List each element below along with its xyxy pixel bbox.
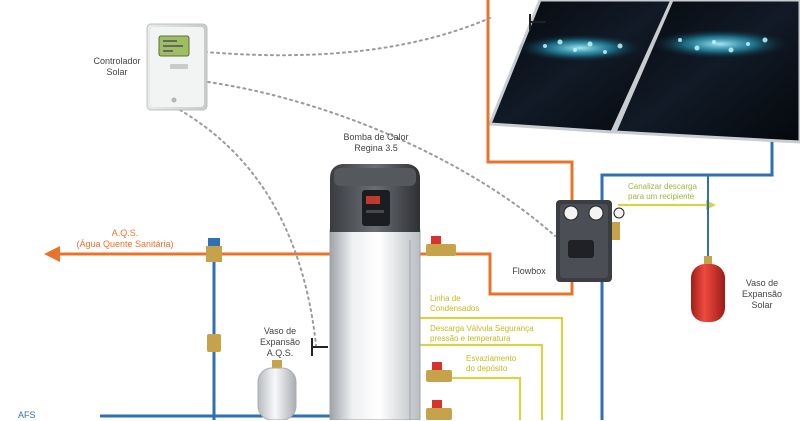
flowbox-cable [207,81,556,237]
solar-hot-return-pipe [486,0,574,205]
condensate-line [420,316,564,420]
vaso-aqs-label-line2: Expansão [259,337,301,347]
esvaziamento-label: Esvaziamento do depósito [466,354,546,374]
tank-valves [426,236,456,420]
esvaziamento-label-line1: Esvaziamento [466,354,517,363]
flowbox-pump-icon [568,240,594,258]
condensados-label-line2: Condensados [430,304,480,313]
check-valve-icon [207,334,221,352]
flowbox-pressure-gauge-icon [613,207,625,219]
heat-pump-label-line2: Regina 3.5 [354,143,398,153]
controller-label-line1: Controlador [93,56,141,66]
canalizar-label-line2: para um recipiente [628,192,695,201]
condensados-label-line1: Linha de [430,294,461,303]
afs-label: AFS [18,410,36,420]
controller-label-line2: Solar [106,67,128,77]
bottom-valve-icon [426,400,452,420]
flowbox-gauge-left-icon [563,205,579,221]
vaso-aqs-label: Vaso de Expansão A.Q.S. [252,326,308,359]
vaso-solar-label-line3: Solar [751,300,773,310]
drain-valve-icon [426,362,452,382]
heat-pump-label: Bomba de Calor Regina 3.5 [336,132,416,154]
descarga-label-line1: Descarga Válvula Segurança [430,324,534,333]
vaso-solar-label-line2: Expansão [741,289,783,299]
tank-drain-line [450,376,522,420]
solar-panel-left [487,0,674,134]
canalizar-label-line1: Canalizar descarga [628,182,697,191]
vaso-aqs-label-line1: Vaso de [263,326,297,336]
coil-valve-icon [426,236,456,256]
heat-pump-regina [329,164,421,420]
expansion-vessel-aqs [257,360,297,420]
controller-label: Controlador Solar [82,56,152,78]
condensados-label: Linha de Condensados [430,294,510,314]
aqs-arrow-icon [44,246,60,262]
flowbox-gauge-right-icon [588,205,604,221]
vaso-solar-label-line1: Vaso de [745,278,779,288]
descarga-label-line2: pressão e temperatura [430,334,511,343]
collector-sensor-cable [204,17,491,57]
solar-collectors [487,0,800,144]
controller-button-icon [171,97,177,103]
canalizar-label: Canalizar descarga para um recipiente [628,182,738,202]
tank-body [329,229,421,420]
safety-valve-discharge [420,343,544,420]
aqs-label-line1: A.Q.S. [111,228,139,238]
descarga-label: Descarga Válvula Segurança pressão e tem… [430,324,560,344]
collector-sensor-tick [529,14,546,30]
mixing-valve-icon [206,238,222,262]
tank-control-panel [362,190,390,226]
coil-pipe [445,252,574,296]
solar-controller [146,23,208,111]
esvaziamento-label-line2: do depósito [466,364,508,373]
heat-pump-label-line1: Bomba de Calor [343,132,409,142]
expansion-vessel-solar [691,175,725,322]
aqs-label-line2: (Água Quente Sanitária) [76,239,174,249]
flowbox-station [556,200,625,282]
vaso-solar-label: Vaso de Expansão Solar [732,278,792,311]
aqs-label: A.Q.S. (Água Quente Sanitária) [60,228,190,250]
flowbox-label: Flowbox [512,266,546,276]
tank-sensor-tick [311,338,328,356]
tank-sensor-cable [179,109,317,346]
vaso-aqs-label-line3: A.Q.S. [266,348,294,358]
solar-cold-supply-pipe [600,142,774,205]
sensor-cables [179,17,556,346]
drain-pipes [420,203,708,420]
